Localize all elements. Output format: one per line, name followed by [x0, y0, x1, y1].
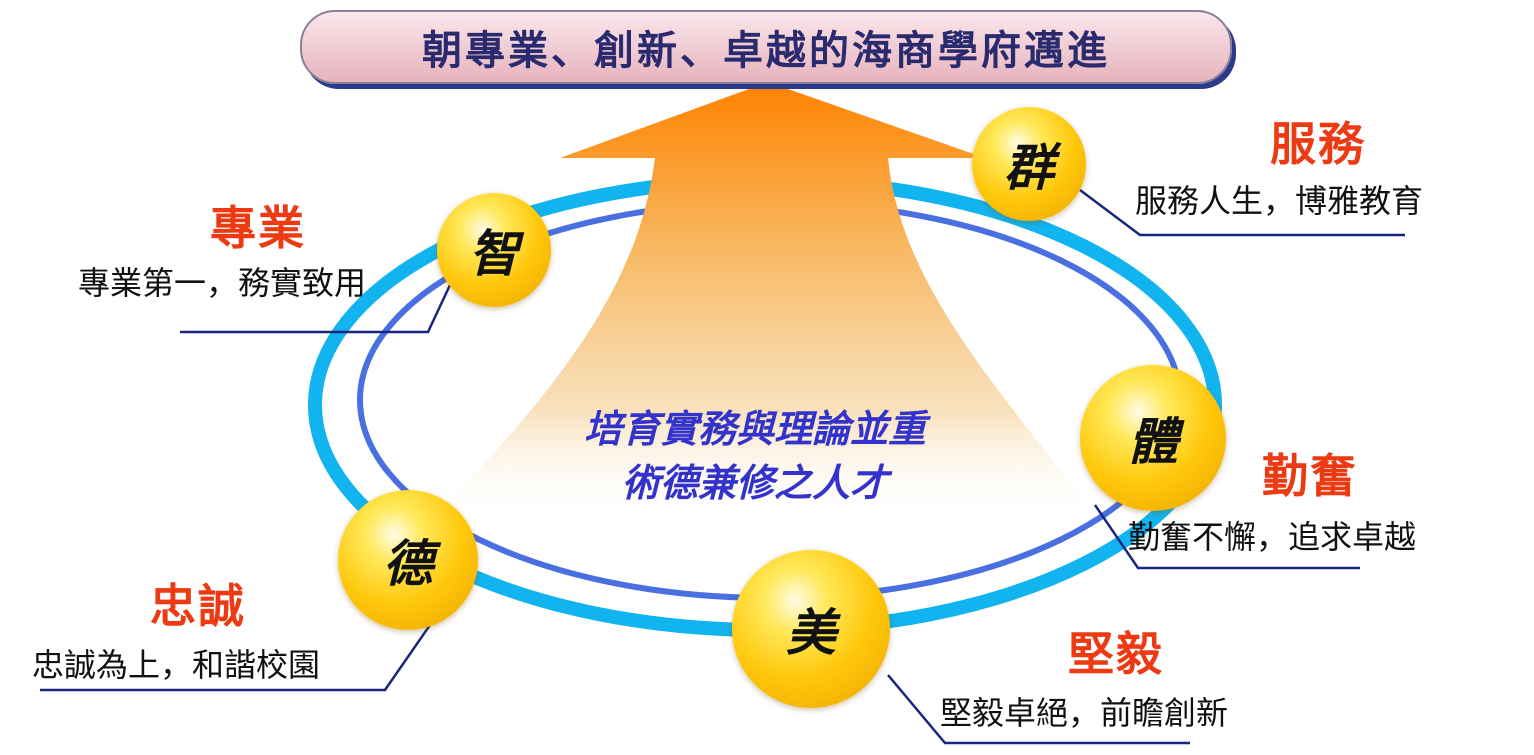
virtue-ball-mei: 美: [732, 550, 890, 708]
virtue-mei: 美: [786, 603, 836, 662]
virtue-ball-ti: 體: [1080, 365, 1226, 511]
virtue-ball-zhi: 智: [437, 193, 551, 307]
title-banner: 朝專業、創新、卓越的海商學府邁進: [300, 10, 1232, 84]
virtue-zhi: 智: [469, 224, 519, 283]
virtue-ball-de: 德: [338, 490, 478, 630]
connector-diligence: [1093, 504, 1360, 570]
heading-diligence: 勤奮: [1262, 449, 1358, 503]
connector-perseverance: [887, 674, 1190, 745]
connector-loyalty: [40, 624, 432, 692]
heading-service: 服務: [1270, 117, 1366, 171]
upward-arrow: [430, 82, 1100, 520]
motto-service: 服務人生，博雅教育: [1135, 182, 1424, 220]
virtue-ball-qun: 群: [972, 107, 1086, 221]
connector-service: [1079, 189, 1405, 237]
heading-perseverance: 堅毅: [1068, 627, 1164, 681]
center-line-2: 術德兼修之人才: [621, 460, 888, 505]
virtue-qun: 群: [1004, 138, 1054, 197]
center-line-1: 培育實務與理論並重: [583, 406, 926, 451]
heading-professional: 專業: [210, 201, 306, 255]
virtue-de: 德: [383, 534, 433, 593]
banner-title: 朝專業、創新、卓越的海商學府邁進: [422, 27, 1110, 74]
motto-loyalty: 忠誠為上，和諧校園: [32, 646, 321, 684]
connector-professional: [180, 284, 452, 334]
motto-professional: 專業第一，務實致用: [78, 264, 367, 302]
virtue-ti: 體: [1128, 412, 1178, 471]
motto-perseverance: 堅毅卓絕，前瞻創新: [940, 694, 1229, 732]
motto-diligence: 勤奮不懈，追求卓越: [1128, 518, 1417, 556]
heading-loyalty: 忠誠: [150, 579, 246, 633]
